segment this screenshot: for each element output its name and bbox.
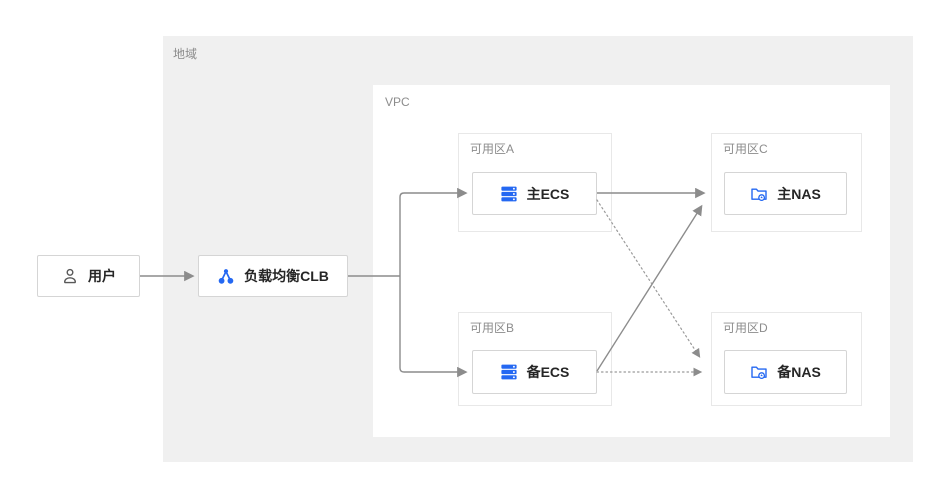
node-ecs-primary: 主ECS [472, 172, 597, 215]
node-ecs-backup-label: 备ECS [526, 364, 570, 380]
vpc-label: VPC [385, 95, 410, 109]
node-user: 用户 [37, 255, 140, 297]
node-user-label: 用户 [88, 268, 116, 284]
node-nas-backup-label: 备NAS [777, 364, 821, 380]
node-clb: 负载均衡CLB [198, 255, 348, 297]
nas-storage-icon [751, 188, 767, 201]
zone-c-label: 可用区C [723, 142, 768, 156]
load-balancer-icon [218, 269, 234, 284]
server-icon [500, 364, 517, 380]
zone-a-label: 可用区A [470, 142, 515, 156]
node-nas-backup: 备NAS [724, 350, 847, 394]
node-clb-label: 负载均衡CLB [244, 268, 329, 284]
server-icon [500, 186, 517, 201]
zone-b-label: 可用区B [470, 321, 515, 335]
zone-d-label: 可用区D [723, 321, 768, 335]
node-nas-primary-label: 主NAS [777, 185, 821, 202]
node-ecs-backup: 备ECS [472, 350, 597, 394]
region-label: 地域 [173, 47, 198, 61]
nas-storage-icon [751, 366, 767, 380]
node-nas-primary: 主NAS [724, 172, 847, 215]
node-ecs-primary-label: 主ECS [526, 185, 570, 202]
user-icon [64, 268, 76, 284]
